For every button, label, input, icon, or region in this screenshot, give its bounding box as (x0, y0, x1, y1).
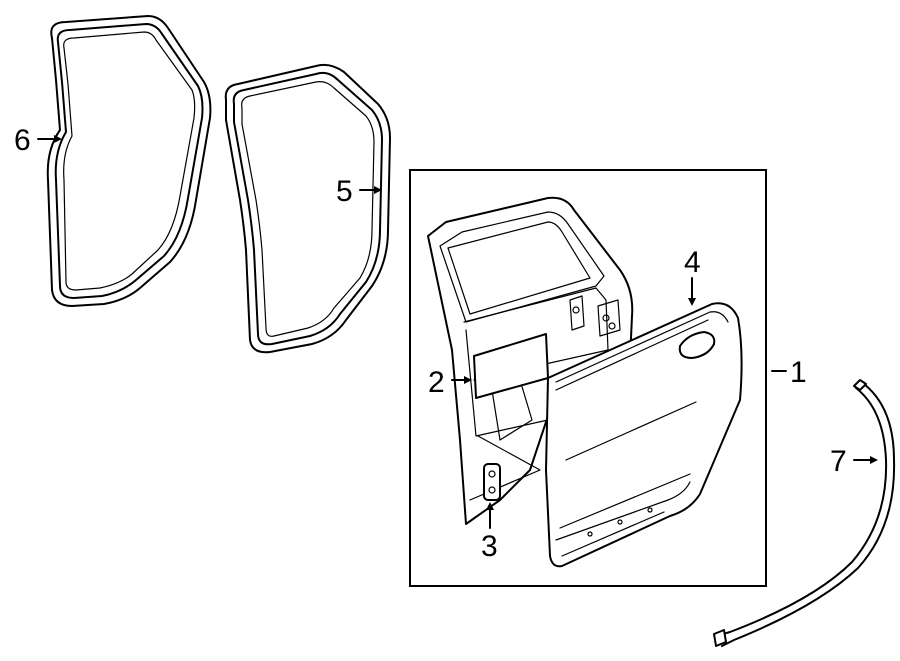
callout-1: 1 (790, 356, 807, 389)
check-3 (483, 463, 501, 501)
assembly-frame (409, 169, 767, 587)
seal-strip-7 (713, 379, 896, 647)
weatherstrip-5 (224, 63, 391, 354)
callout-5: 5 (336, 175, 353, 208)
callout-2: 2 (428, 366, 445, 399)
door-panel-4 (545, 302, 743, 568)
weatherstrip-6 (46, 15, 212, 307)
callout-6: 6 (14, 124, 31, 157)
callout-7: 7 (830, 445, 847, 478)
callout-4: 4 (684, 246, 701, 279)
callout-3: 3 (481, 530, 498, 563)
leader-lines (37, 135, 878, 529)
